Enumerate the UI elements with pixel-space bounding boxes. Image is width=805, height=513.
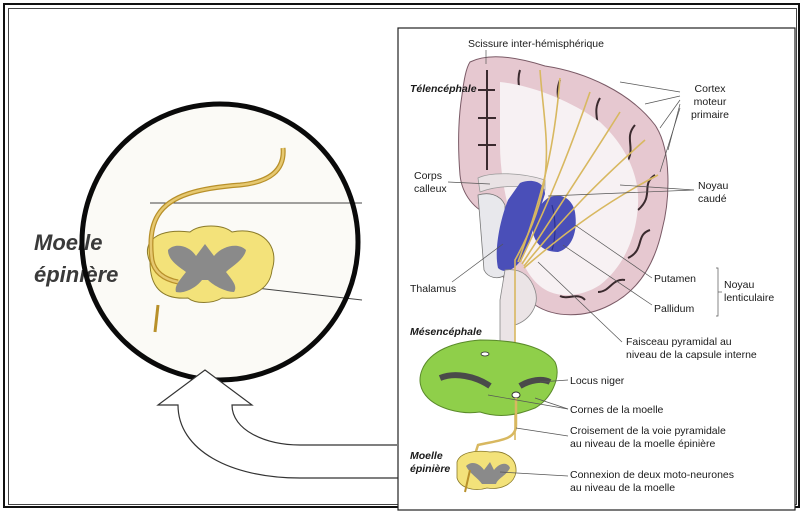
label-noyau-lent-1: Noyau <box>724 279 755 291</box>
label-corps-1: Corps <box>414 170 442 182</box>
label-moelle-1: Moelle <box>410 450 443 462</box>
label-noyau-lent-2: lenticulaire <box>724 292 774 304</box>
label-connexion-2: au niveau de la moelle <box>570 482 675 494</box>
label-putamen: Putamen <box>654 273 696 285</box>
label-noyau-caude-1: Noyau <box>698 180 729 192</box>
label-faisceau-1: Faisceau pyramidal au <box>626 336 732 348</box>
label-faisceau-2: niveau de la capsule interne <box>626 349 757 361</box>
zoom-title-line1: Moelle <box>34 230 102 255</box>
zoom-circle: Moelle épinière <box>34 104 362 380</box>
label-locus-niger: Locus niger <box>570 375 625 387</box>
label-telencephale: Télencéphale <box>410 83 477 95</box>
label-mesencephale: Mésencéphale <box>410 326 482 338</box>
label-connexion-1: Connexion de deux moto-neurones <box>570 469 734 481</box>
label-cortex-1: Cortex <box>695 83 727 95</box>
label-cortex-2: moteur <box>694 96 727 108</box>
label-cortex-3: primaire <box>691 109 729 121</box>
label-corps-2: calleux <box>414 183 447 195</box>
label-croisement-1: Croisement de la voie pyramidale <box>570 425 726 437</box>
brain-diagram: Scissure inter-hémisphérique Télencéphal… <box>398 28 795 510</box>
label-moelle-2: épinière <box>410 463 450 475</box>
label-scissure: Scissure inter-hémisphérique <box>468 38 604 50</box>
label-pallidum: Pallidum <box>654 303 695 315</box>
label-noyau-caude-2: caudé <box>698 193 727 205</box>
zoom-title-line2: épinière <box>34 262 118 287</box>
label-croisement-2: au niveau de la moelle épinière <box>570 438 716 450</box>
label-cornes: Cornes de la moelle <box>570 404 664 416</box>
label-thalamus: Thalamus <box>410 283 456 295</box>
